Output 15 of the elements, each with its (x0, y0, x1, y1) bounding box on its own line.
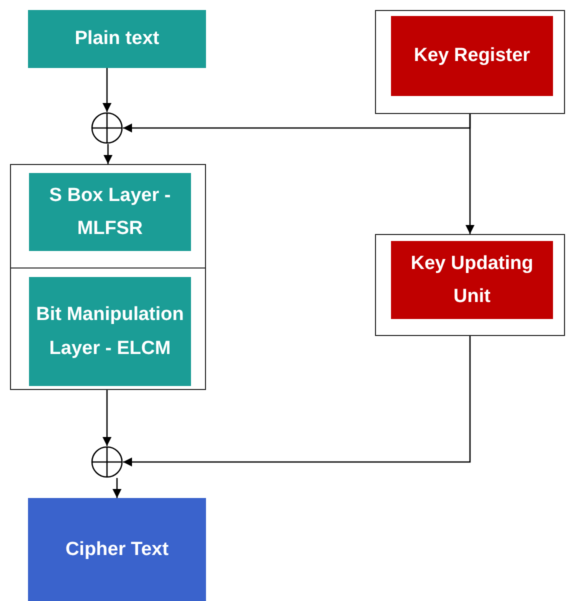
arrow (102, 68, 112, 112)
container-box (375, 10, 565, 114)
arrow (123, 336, 471, 466)
arrow (104, 144, 112, 164)
container-box (375, 234, 565, 336)
process-box: Key Updating Unit (391, 241, 553, 319)
output-box: Cipher Text (28, 498, 206, 601)
process-box: Plain text (28, 10, 206, 68)
arrow (112, 478, 122, 498)
layer-box: Bit Manipulation Layer - ELCM (29, 277, 191, 386)
container-box (10, 164, 206, 390)
process-box: Key Register (391, 16, 553, 96)
arrow (102, 390, 112, 446)
layer-box: S Box Layer - MLFSR (29, 173, 191, 251)
arrow (466, 114, 474, 234)
